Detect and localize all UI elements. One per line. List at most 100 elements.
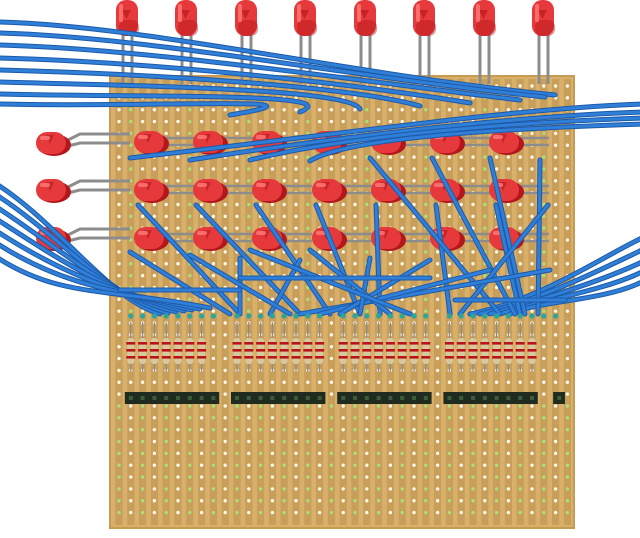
hole <box>140 451 145 456</box>
resistor-band <box>397 342 407 345</box>
hole <box>117 368 121 373</box>
hole <box>553 487 558 491</box>
hole <box>282 487 286 491</box>
hole <box>247 451 251 456</box>
wire-core <box>0 257 212 310</box>
led-highlight <box>493 135 503 139</box>
hole <box>199 451 204 456</box>
hole <box>518 155 522 159</box>
hole <box>341 427 345 432</box>
led-highlight <box>357 4 361 22</box>
hole <box>199 463 204 467</box>
hole <box>223 380 227 384</box>
hole <box>188 297 192 301</box>
hole <box>129 510 133 515</box>
hole <box>152 250 157 254</box>
hole <box>506 404 511 408</box>
hole <box>459 167 463 171</box>
hole <box>294 463 298 467</box>
resistor-band <box>444 349 454 352</box>
led-icon <box>294 0 317 36</box>
hole <box>247 297 251 301</box>
wire-core <box>458 203 550 316</box>
hole <box>199 475 204 479</box>
hole <box>117 499 121 503</box>
hole <box>247 380 251 384</box>
jumper-wire <box>373 202 383 317</box>
hole <box>306 262 310 266</box>
hole <box>412 262 416 266</box>
resistor-band <box>409 349 419 352</box>
resistor-band <box>362 356 372 359</box>
copper-strip <box>233 79 241 525</box>
hole <box>211 250 216 254</box>
hole <box>235 108 239 112</box>
hole <box>282 108 286 112</box>
resistor-band <box>480 349 490 352</box>
hole <box>211 273 216 278</box>
hole <box>542 155 546 159</box>
wire-pad <box>446 313 452 319</box>
hole <box>211 345 216 349</box>
hole <box>282 226 286 230</box>
hole <box>152 108 157 112</box>
wire-pad <box>482 313 488 319</box>
hole <box>565 155 570 159</box>
hole <box>471 439 475 444</box>
hole <box>518 202 522 207</box>
hole <box>211 333 216 337</box>
led-icon <box>134 131 169 155</box>
hole <box>530 463 534 467</box>
hole <box>306 167 310 171</box>
led-highlight <box>297 4 301 22</box>
hole <box>424 380 428 384</box>
wire-pad <box>541 313 547 319</box>
hole <box>164 416 168 420</box>
hole <box>176 475 180 479</box>
hole <box>199 250 204 254</box>
hole <box>400 510 404 515</box>
wire-pad <box>199 313 205 319</box>
hole <box>164 226 168 230</box>
resistor-band <box>350 342 360 345</box>
led-icon <box>235 0 258 36</box>
hole <box>542 131 546 136</box>
resistor-band <box>397 349 407 352</box>
led-icon <box>354 0 377 36</box>
resistor-group <box>126 322 207 372</box>
hole <box>353 108 357 112</box>
hole <box>235 451 239 456</box>
hole <box>188 487 192 491</box>
hole <box>424 179 428 183</box>
hole <box>306 226 310 230</box>
hole <box>317 439 322 444</box>
resistor-band <box>173 342 183 345</box>
hole <box>282 404 286 408</box>
resistor-band <box>338 349 348 352</box>
wire-pad <box>411 313 417 319</box>
resistor-band <box>291 356 301 359</box>
hole <box>494 155 499 159</box>
hole <box>140 416 145 420</box>
hole <box>400 250 404 254</box>
hole <box>542 321 546 325</box>
hole <box>353 214 357 219</box>
pin-header-pin <box>518 396 523 400</box>
hole <box>117 380 121 384</box>
hole <box>483 463 487 467</box>
hole <box>400 487 404 491</box>
pin-header-pin <box>305 396 310 400</box>
hole <box>129 167 133 171</box>
hole <box>223 226 227 230</box>
hole <box>282 510 286 515</box>
hole <box>376 84 381 88</box>
hole <box>129 202 133 207</box>
hole <box>140 309 145 313</box>
hole <box>199 108 204 112</box>
hole <box>117 333 121 337</box>
hole <box>247 510 251 515</box>
hole <box>258 119 263 124</box>
hole <box>388 119 393 124</box>
hole <box>424 404 428 408</box>
hole <box>117 345 121 349</box>
